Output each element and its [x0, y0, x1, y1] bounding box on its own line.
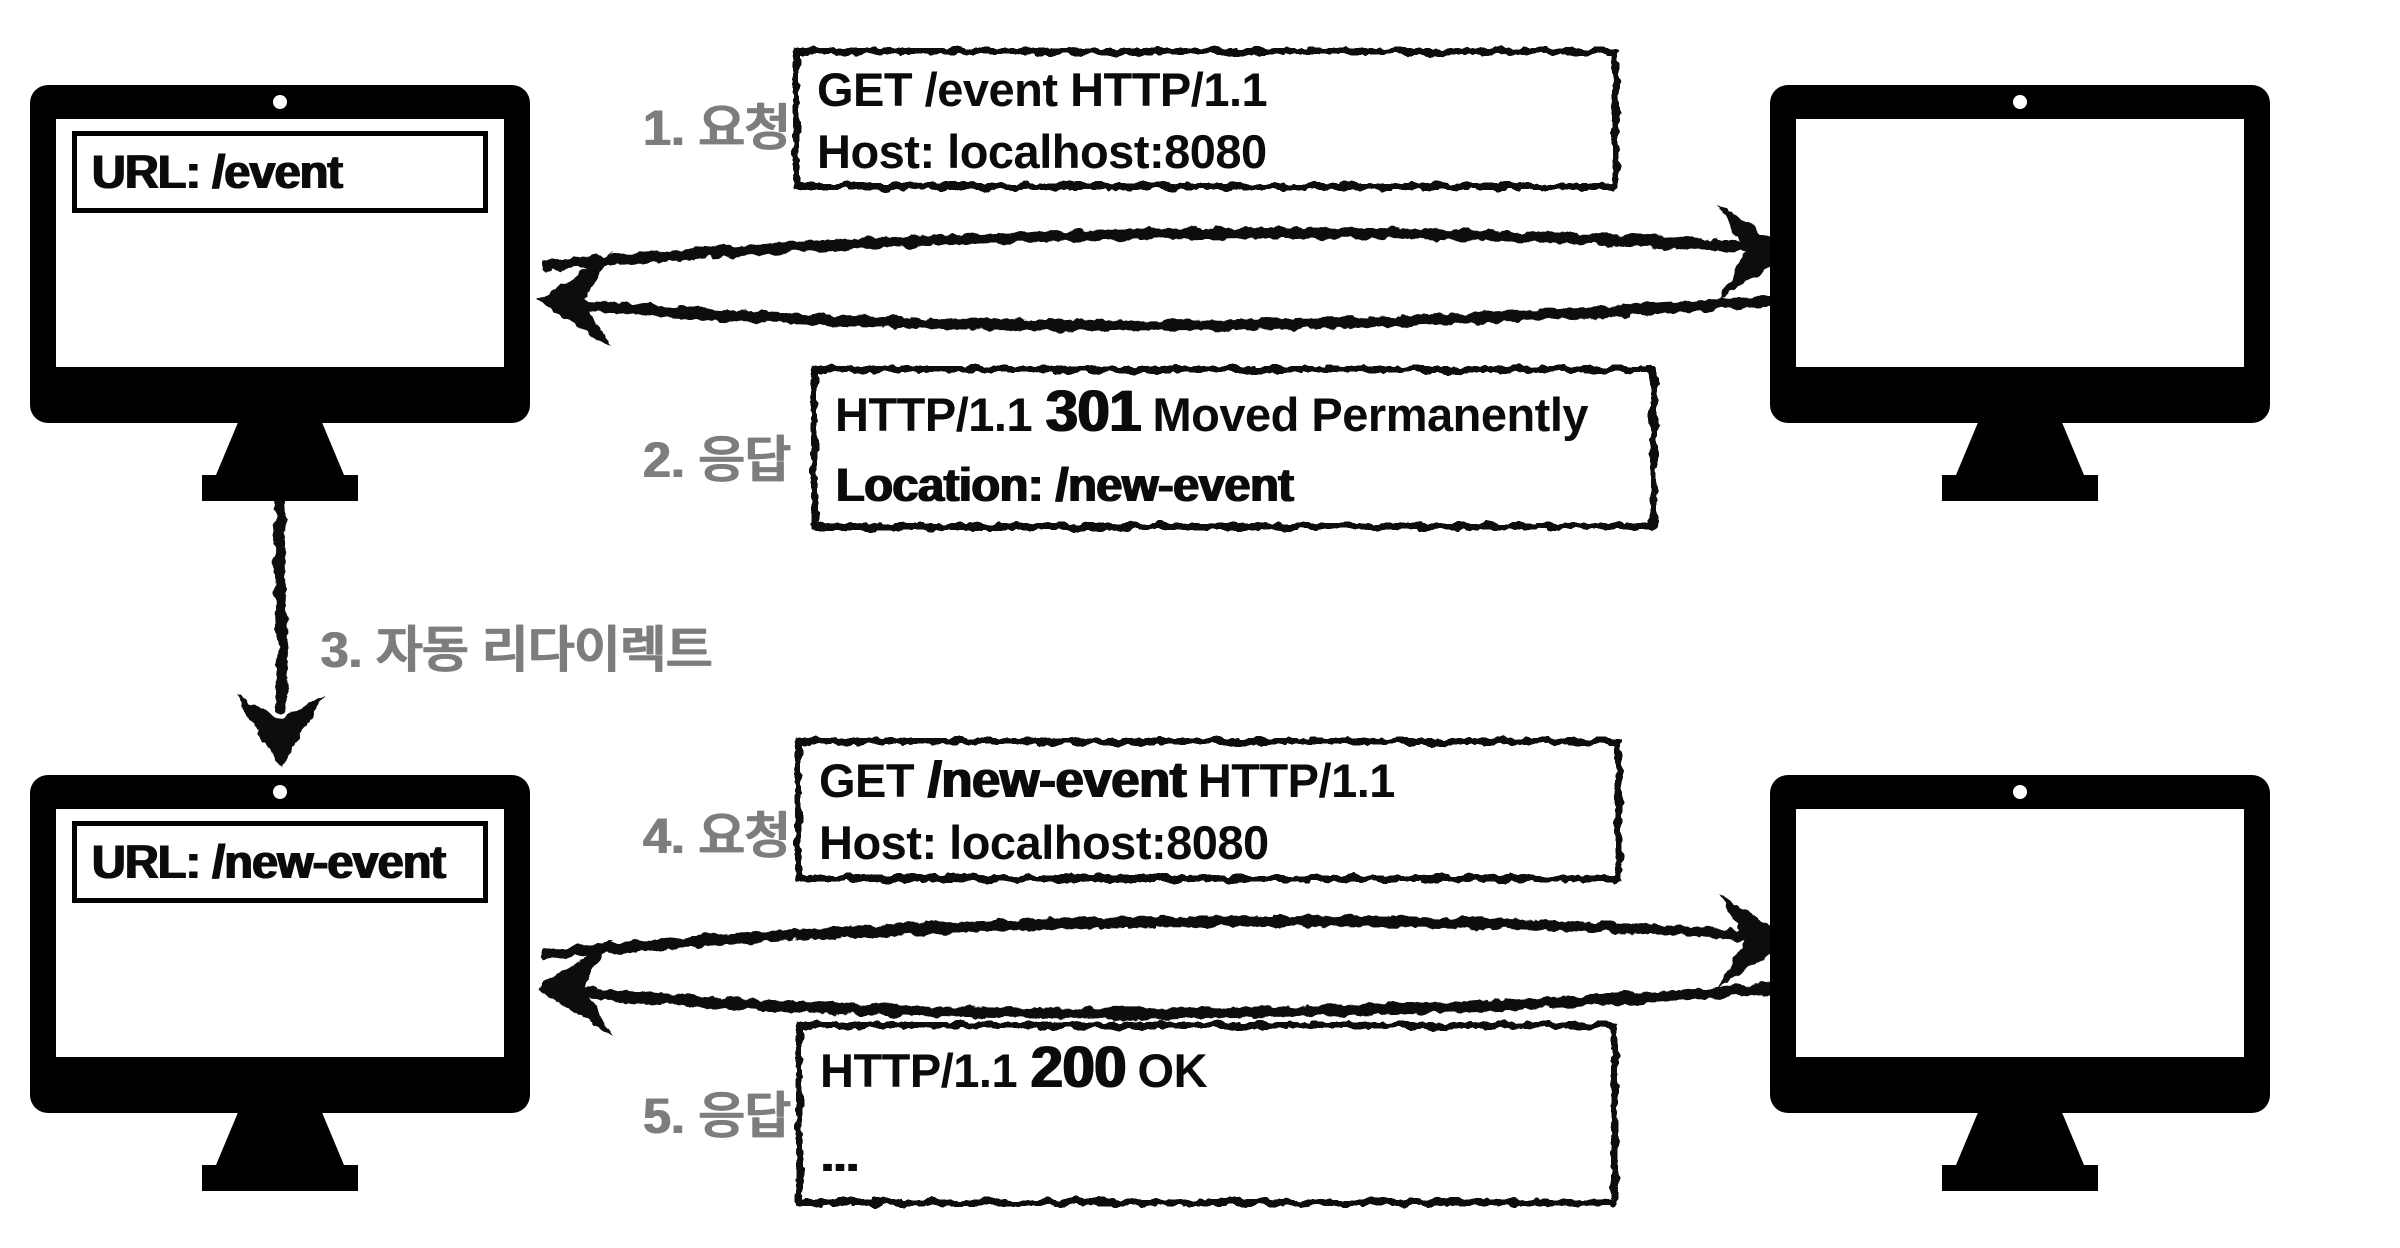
step-label-1: 1. 요청	[642, 100, 790, 156]
response-arrow-1	[566, 294, 1784, 331]
step-label-4: 4. 요청	[642, 808, 790, 864]
monitor-neck	[216, 1113, 344, 1165]
sketch-border	[793, 48, 1619, 190]
server-monitor-bottom	[1770, 775, 2270, 1203]
browser-monitor-before: URL: /event	[30, 85, 530, 513]
host-header-line: Host: localhost:8080	[817, 125, 1267, 178]
request-line: GET /new-event HTTP/1.1	[819, 751, 1395, 808]
status-line: HTTP/1.1 301 Moved Permanently	[835, 379, 1589, 444]
monitor-screen	[1796, 809, 2244, 1057]
server-monitor-top	[1770, 85, 2270, 513]
redirect-arrow	[274, 488, 288, 714]
sketch-border	[796, 1022, 1618, 1206]
response-arrowhead-1	[536, 252, 612, 348]
body-ellipsis: ...	[820, 1128, 858, 1181]
redirect-arrowhead	[236, 694, 326, 768]
url-text: URL: /event	[91, 145, 342, 198]
browser-monitor-after: URL: /new-event	[30, 775, 530, 1203]
monitor-base	[1942, 1165, 2098, 1191]
response-arrow-2	[566, 982, 1784, 1019]
monitor-screen	[1796, 119, 2244, 367]
request-path-emphasis: /new-event	[926, 751, 1186, 808]
monitor-base	[1942, 475, 2098, 501]
status-line: HTTP/1.1 200 OK	[820, 1035, 1208, 1100]
monitor-neck	[216, 423, 344, 475]
status-code-200: 200	[1029, 1035, 1126, 1100]
http-response-message-301: HTTP/1.1 301 Moved Permanently Location:…	[811, 366, 1657, 530]
sketch-border	[811, 366, 1657, 530]
step-label-5: 5. 응답	[642, 1088, 790, 1144]
request-line: GET /event HTTP/1.1	[817, 63, 1268, 116]
monitor-neck	[1956, 423, 2084, 475]
webcam-dot-icon	[2013, 95, 2027, 109]
monitor-base	[202, 475, 358, 501]
host-header-line: Host: localhost:8080	[819, 816, 1269, 869]
http-request-message-1: GET /event HTTP/1.1 Host: localhost:8080	[793, 48, 1619, 190]
response-arrowhead-2	[536, 940, 612, 1036]
webcam-dot-icon	[273, 95, 287, 109]
monitor-base	[202, 1165, 358, 1191]
status-code-301: 301	[1044, 379, 1141, 444]
webcam-dot-icon	[2013, 785, 2027, 799]
location-header-line: Location: /new-event	[835, 458, 1293, 511]
url-bar-after: URL: /new-event	[72, 821, 488, 903]
http-request-message-4: GET /new-event HTTP/1.1 Host: localhost:…	[795, 738, 1622, 882]
url-bar-before: URL: /event	[72, 131, 488, 213]
step-label-2: 2. 응답	[642, 432, 790, 488]
http-response-message-200: HTTP/1.1 200 OK ...	[796, 1022, 1618, 1206]
url-text: URL: /new-event	[91, 835, 445, 888]
webcam-dot-icon	[273, 785, 287, 799]
step-label-3: 3. 자동 리다이렉트	[320, 622, 712, 678]
sketch-border	[795, 738, 1622, 882]
request-arrow-2	[540, 915, 1762, 960]
request-arrow-1	[540, 227, 1762, 272]
monitor-neck	[1956, 1113, 2084, 1165]
